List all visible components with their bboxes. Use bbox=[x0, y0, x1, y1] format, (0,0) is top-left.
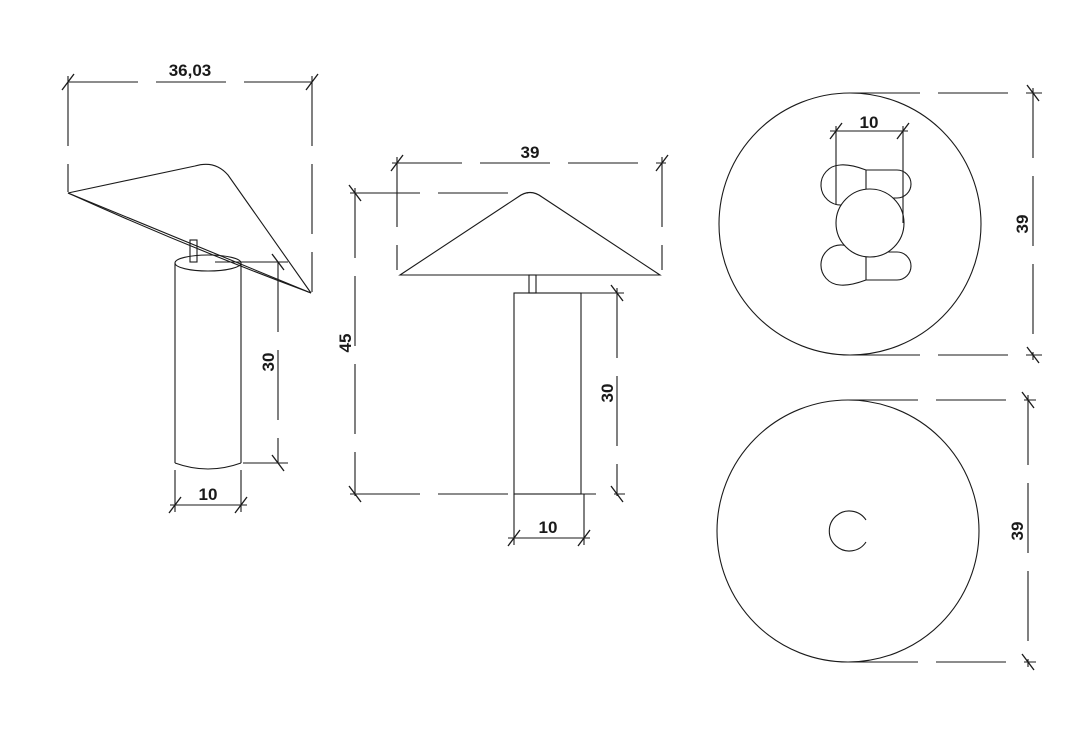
front-base-height-label: 30 bbox=[598, 384, 617, 403]
bottom-diameter-label: 39 bbox=[1008, 522, 1027, 541]
side-base-height-label: 30 bbox=[259, 353, 278, 372]
bottom-cable-hole bbox=[828, 510, 867, 552]
front-base bbox=[513, 292, 582, 495]
side-base-cylinder bbox=[174, 254, 242, 470]
top-diameter-label: 39 bbox=[1013, 215, 1032, 234]
side-base-width-dimension: 10 bbox=[168, 470, 248, 514]
front-shade-width-label: 39 bbox=[521, 143, 540, 162]
front-total-height-dimension: 45 bbox=[336, 184, 625, 503]
bottom-diameter-dimension: 39 bbox=[848, 391, 1036, 671]
front-base-width-label: 10 bbox=[539, 518, 558, 537]
side-shade-width-dimension: 36,03 bbox=[61, 61, 319, 292]
side-stem bbox=[189, 239, 198, 263]
front-view-lamp: 39 45 30 10 bbox=[336, 143, 669, 547]
top-base-width-dimension: 10 bbox=[829, 113, 910, 223]
top-fixture bbox=[820, 164, 912, 286]
top-diameter-dimension: 39 bbox=[850, 84, 1042, 364]
side-shade-width-label: 36,03 bbox=[169, 61, 212, 80]
side-shade bbox=[67, 163, 312, 294]
front-base-width-dimension: 10 bbox=[507, 494, 591, 547]
top-base-width-label: 10 bbox=[860, 113, 879, 132]
front-stem bbox=[528, 274, 537, 294]
front-shade-width-dimension: 39 bbox=[390, 143, 669, 270]
front-total-height-label: 45 bbox=[336, 334, 355, 353]
front-base-height-dimension: 30 bbox=[581, 284, 624, 503]
side-view-lamp: 36,03 30 10 bbox=[61, 61, 319, 514]
bottom-view: 39 bbox=[716, 391, 1036, 671]
side-base-width-label: 10 bbox=[199, 485, 218, 504]
side-base-height-dimension: 30 bbox=[215, 253, 288, 472]
bottom-base-circle bbox=[716, 399, 980, 663]
top-view: 10 39 bbox=[718, 84, 1042, 364]
front-shade bbox=[398, 191, 662, 276]
